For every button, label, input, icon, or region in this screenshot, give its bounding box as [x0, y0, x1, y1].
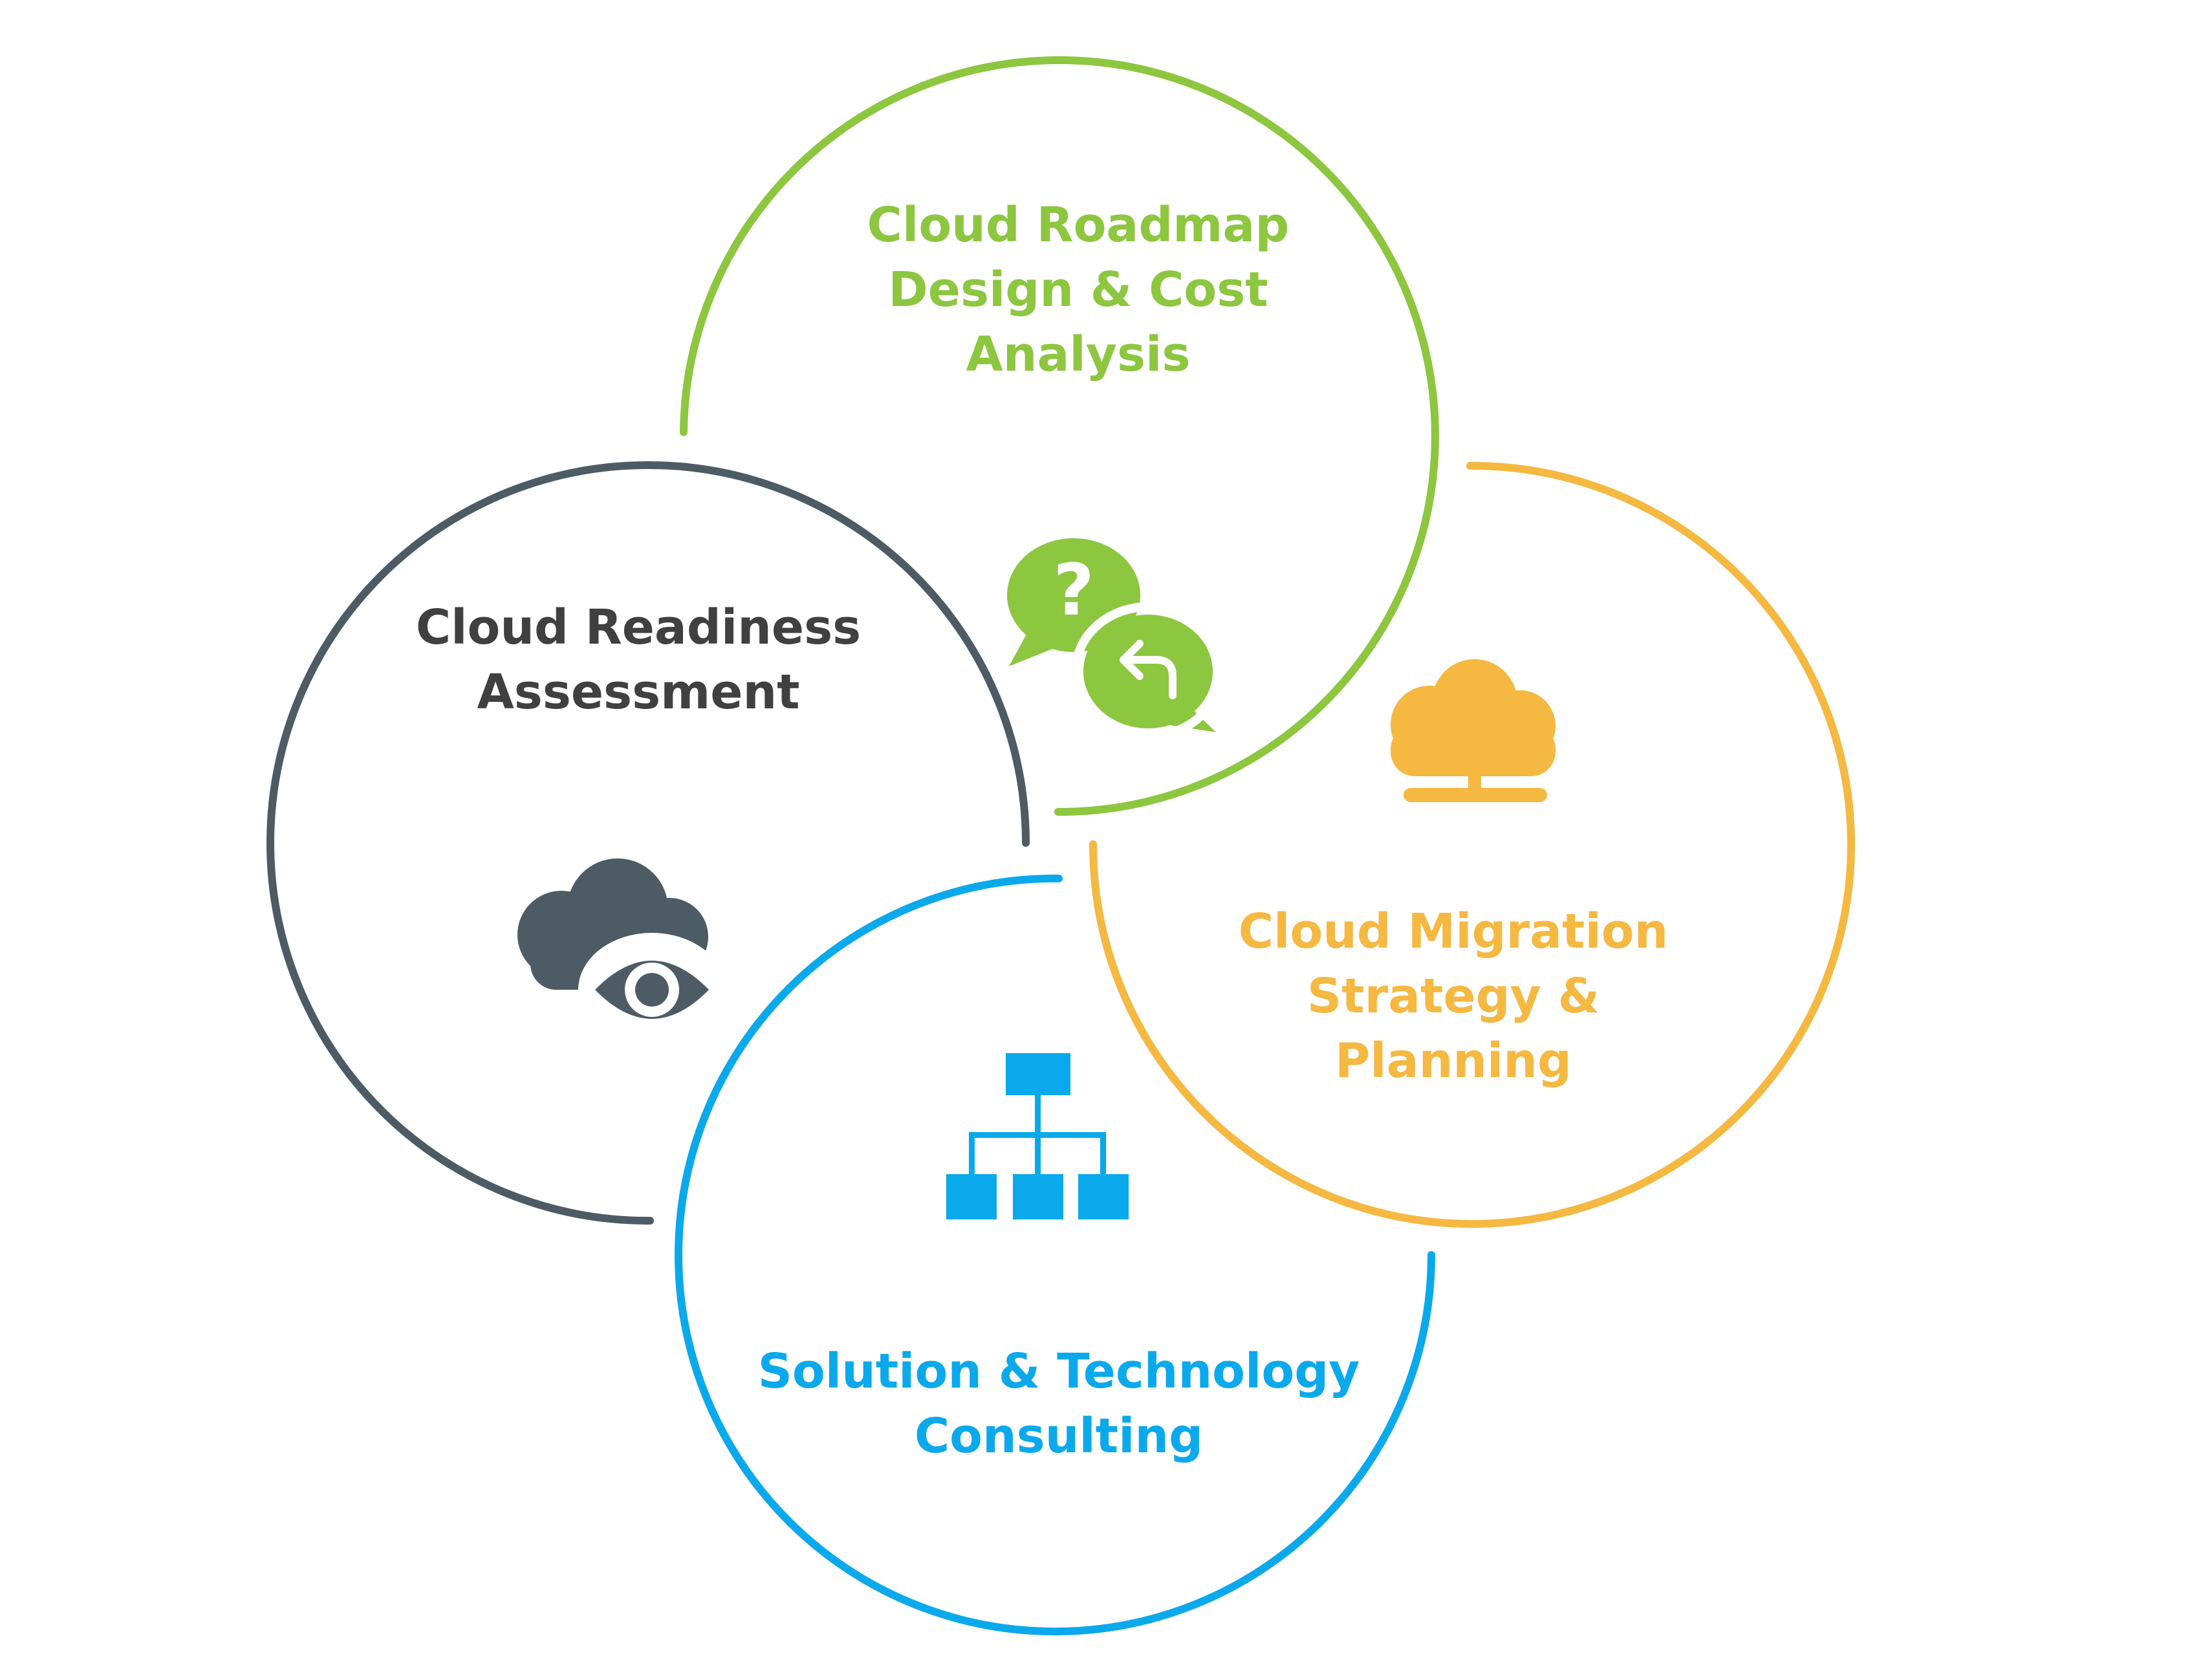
cloud-network-icon — [1391, 659, 1556, 802]
migration-circle — [1089, 461, 1855, 1228]
readiness-label: Cloud Readiness Assessment — [415, 600, 862, 720]
solution-label: Solution & Technology Consulting — [757, 1344, 1360, 1464]
cloud-eye-icon — [517, 858, 726, 1047]
svg-text:?: ? — [1053, 549, 1094, 631]
readiness-circle — [266, 461, 1030, 1225]
migration-label: Cloud Migration Strategy & Planning — [1238, 904, 1669, 1089]
solution-circle — [675, 874, 1435, 1635]
roadmap-label: Cloud Roadmap Design & Cost Analysis — [867, 197, 1290, 382]
hierarchy-icon — [946, 1053, 1129, 1219]
chat-question-reply-icon: ? — [1007, 538, 1225, 741]
roadmap-circle — [680, 56, 1439, 816]
